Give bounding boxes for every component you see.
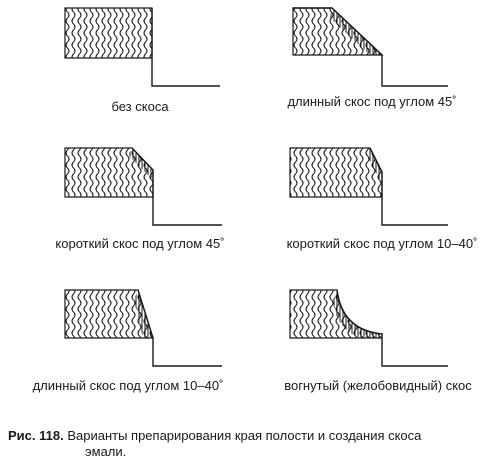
panel-long-10-40 — [64, 289, 222, 367]
bevel-region — [134, 290, 153, 338]
cavity-outline — [131, 147, 222, 226]
panel-concave — [289, 289, 448, 367]
cavity-outline — [293, 7, 448, 87]
cavity-outline — [151, 8, 220, 87]
panel-short-10-40 — [289, 147, 448, 226]
caption-number: Рис. 118. — [8, 428, 64, 443]
panel-long-45 — [292, 7, 448, 87]
panel-no-bevel — [64, 7, 220, 87]
bevel-region — [367, 148, 382, 185]
cavity-outline — [137, 289, 222, 367]
panel-label-long-45: длинный скос под углом 45˚ — [287, 94, 457, 109]
caption-text-line1: Варианты препарирования края полости и с… — [67, 428, 422, 443]
panel-label-short-45: короткий скос под углом 45˚ — [55, 236, 225, 251]
bevel-region — [333, 290, 382, 338]
panel-label-concave: вогнутый (желобовидный) скос — [284, 378, 472, 393]
panel-short-45 — [64, 147, 222, 226]
panel-label-short-10-40: короткий скос под углом 10–40˚ — [286, 236, 478, 251]
figure-caption: Рис. 118. Варианты препарирования края п… — [8, 428, 492, 460]
panel-label-long-10-40: длинный скос под углом 10–40˚ — [32, 378, 224, 393]
enamel-region — [64, 7, 153, 59]
panel-label-no-bevel: без скоса — [111, 99, 169, 114]
bevel-region — [128, 148, 153, 180]
caption-text-line2: эмали. — [85, 444, 127, 459]
cavity-outline — [336, 289, 448, 367]
cavity-outline — [369, 147, 448, 226]
